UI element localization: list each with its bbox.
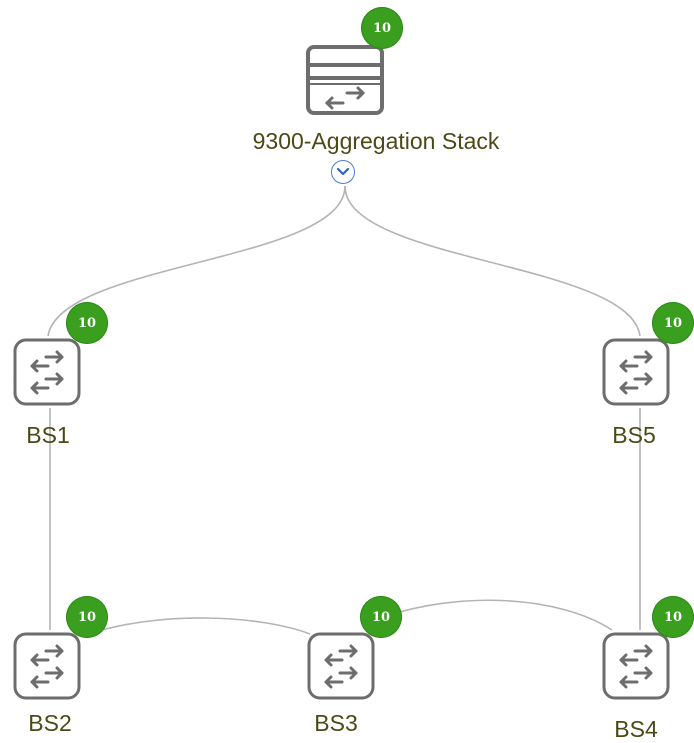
device-count-badge: 10 <box>361 7 403 49</box>
switch-icon <box>602 338 670 406</box>
link-bs2-bs3 <box>84 617 311 636</box>
switch-label-bs4: BS4 <box>614 716 658 742</box>
switch-icon <box>602 632 670 700</box>
device-count-badge: 10 <box>652 302 694 344</box>
switch-label-bs1: BS1 <box>26 422 70 448</box>
switch-label-bs2: BS2 <box>28 710 72 736</box>
link-bs3-bs4 <box>379 599 613 631</box>
switch-icon <box>307 632 375 700</box>
switch-label-bs5: BS5 <box>612 422 656 448</box>
switch-icon <box>13 338 81 406</box>
expand-button[interactable] <box>331 160 355 184</box>
device-count-badge: 10 <box>652 596 694 638</box>
switch-stack-icon <box>306 45 384 115</box>
switch-icon <box>13 632 81 700</box>
aggregation-stack-label: 9300-Aggregation Stack <box>252 128 500 154</box>
device-count-badge: 10 <box>360 596 402 638</box>
switch-label-bs3: BS3 <box>314 710 358 736</box>
device-count-badge: 10 <box>66 302 108 344</box>
chevron-down-icon <box>336 167 350 176</box>
link-aggregation-bs5 <box>344 185 641 337</box>
device-count-badge: 10 <box>66 596 108 638</box>
link-aggregation-bs1 <box>47 185 346 337</box>
